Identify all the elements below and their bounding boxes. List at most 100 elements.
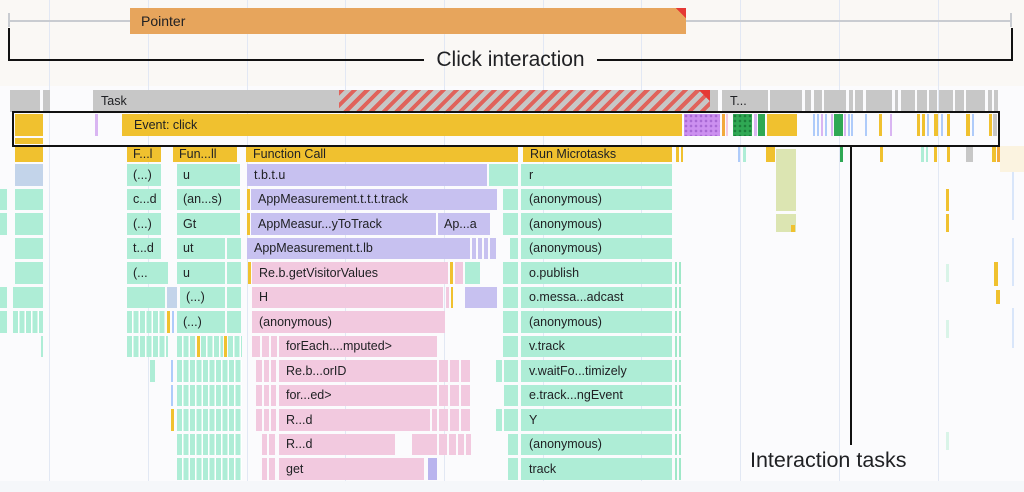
flame-bar[interactable] — [510, 237, 518, 259]
flame-bar[interactable] — [177, 384, 242, 406]
flame-bar[interactable] — [851, 114, 853, 136]
flame-bar[interactable]: Run Microtasks — [523, 146, 672, 162]
flame-bar[interactable] — [676, 146, 679, 162]
flame-bar[interactable] — [252, 335, 260, 357]
flame-bar[interactable] — [449, 433, 456, 455]
flame-bar[interactable] — [458, 433, 464, 455]
flame-bar[interactable] — [508, 458, 518, 480]
flame-bar[interactable] — [450, 262, 453, 284]
flame-bar[interactable] — [675, 384, 677, 406]
flame-bar[interactable]: (...) — [177, 311, 225, 333]
flame-bar[interactable]: (anonymous) — [521, 311, 672, 333]
flame-bar[interactable] — [917, 114, 920, 136]
flame-bar[interactable] — [271, 409, 276, 431]
flame-bar[interactable]: AppMeasur...yToTrack — [251, 213, 436, 235]
flame-bar[interactable] — [201, 335, 223, 357]
flame-bar[interactable] — [921, 146, 924, 162]
flame-bar[interactable] — [503, 188, 518, 210]
flame-bar[interactable]: AppMeasurement.t.t.t.track — [251, 188, 497, 210]
flame-bar[interactable] — [269, 458, 275, 480]
flame-bar[interactable] — [455, 262, 463, 284]
flame-bar[interactable] — [503, 311, 518, 333]
flame-bar[interactable] — [439, 409, 448, 431]
flame-bar[interactable] — [504, 409, 518, 431]
flame-bar[interactable] — [848, 114, 850, 136]
flame-bar[interactable] — [879, 114, 882, 136]
flame-bar[interactable] — [770, 90, 802, 112]
flame-bar[interactable] — [227, 286, 241, 308]
flame-bar[interactable] — [722, 114, 725, 136]
flame-bar[interactable] — [824, 90, 846, 112]
flame-bar[interactable]: F...l — [127, 146, 161, 162]
flame-bar[interactable] — [679, 360, 681, 382]
flame-bar[interactable] — [465, 286, 497, 308]
flame-bar[interactable]: e.track...ngEvent — [521, 384, 672, 406]
flame-bar[interactable] — [167, 286, 177, 308]
flame-bar[interactable] — [15, 114, 43, 136]
flame-bar[interactable] — [679, 458, 681, 480]
flame-bar[interactable] — [451, 286, 453, 308]
flame-bar[interactable] — [412, 433, 437, 455]
flame-bar[interactable] — [997, 146, 1000, 162]
flame-bar[interactable] — [465, 262, 480, 284]
flame-bar[interactable] — [224, 335, 227, 357]
flame-bar[interactable]: u — [177, 262, 225, 284]
flame-bar[interactable] — [15, 146, 43, 162]
flame-bar[interactable] — [994, 90, 998, 112]
flame-bar[interactable] — [439, 433, 447, 455]
flame-bar[interactable] — [754, 114, 757, 136]
flame-bar[interactable] — [472, 237, 476, 259]
flame-bar[interactable] — [941, 114, 943, 136]
flame-bar[interactable] — [934, 114, 938, 136]
flame-bar[interactable]: (anonymous) — [521, 213, 672, 235]
flame-bar[interactable] — [821, 114, 823, 136]
flame-bar[interactable]: (anonymous) — [521, 237, 672, 259]
flame-bar[interactable] — [150, 360, 155, 382]
flame-bar[interactable]: for...ed> — [279, 384, 437, 406]
flame-bar[interactable] — [679, 311, 681, 333]
flame-bar[interactable] — [271, 335, 277, 357]
flame-bar[interactable] — [504, 360, 518, 382]
flame-bar[interactable] — [675, 262, 677, 284]
flame-bar[interactable]: Re.b.getVisitorValues — [252, 262, 448, 284]
flame-bar[interactable] — [503, 213, 518, 235]
flame-bar[interactable] — [247, 188, 250, 210]
flame-bar[interactable] — [0, 213, 7, 235]
flame-bar[interactable] — [675, 360, 677, 382]
flame-bar[interactable] — [10, 90, 40, 112]
flame-bar[interactable] — [675, 433, 677, 455]
flame-bar[interactable] — [503, 262, 518, 284]
flame-bar[interactable] — [726, 114, 728, 136]
flame-bar[interactable] — [880, 146, 883, 162]
flame-bar[interactable] — [489, 164, 518, 186]
flame-bar[interactable] — [15, 237, 43, 259]
flame-bar[interactable]: Fun...ll — [173, 146, 237, 162]
flame-bar[interactable] — [15, 213, 43, 235]
flame-bar[interactable] — [805, 90, 811, 112]
flame-bar[interactable]: v.track — [521, 335, 672, 357]
flame-bar[interactable] — [127, 311, 165, 333]
flame-bar[interactable]: R...d — [279, 433, 395, 455]
flame-bar[interactable] — [679, 286, 681, 308]
flame-bar[interactable]: T... — [722, 90, 768, 112]
flame-bar[interactable] — [248, 262, 251, 284]
flame-bar[interactable] — [177, 433, 242, 455]
flame-bar[interactable] — [496, 409, 502, 431]
flame-bar[interactable]: o.publish — [521, 262, 672, 284]
flame-bar[interactable]: H — [252, 286, 443, 308]
flame-bar[interactable] — [478, 237, 482, 259]
flame-bar[interactable] — [675, 311, 677, 333]
flame-bar[interactable]: (anonymous) — [521, 433, 672, 455]
flame-bar[interactable] — [508, 433, 518, 455]
flame-bar[interactable] — [679, 409, 681, 431]
flame-bar[interactable] — [840, 146, 843, 162]
flame-bar[interactable] — [450, 409, 459, 431]
flame-bar[interactable]: Event: click — [122, 114, 682, 136]
flame-bar[interactable] — [127, 335, 168, 357]
flame-bar[interactable] — [95, 114, 98, 136]
flame-bar[interactable]: (...) — [180, 286, 225, 308]
flame-bar[interactable] — [947, 114, 950, 136]
flame-bar[interactable]: get — [279, 458, 424, 480]
flame-bar[interactable] — [929, 90, 937, 112]
flame-bar[interactable] — [227, 262, 241, 284]
